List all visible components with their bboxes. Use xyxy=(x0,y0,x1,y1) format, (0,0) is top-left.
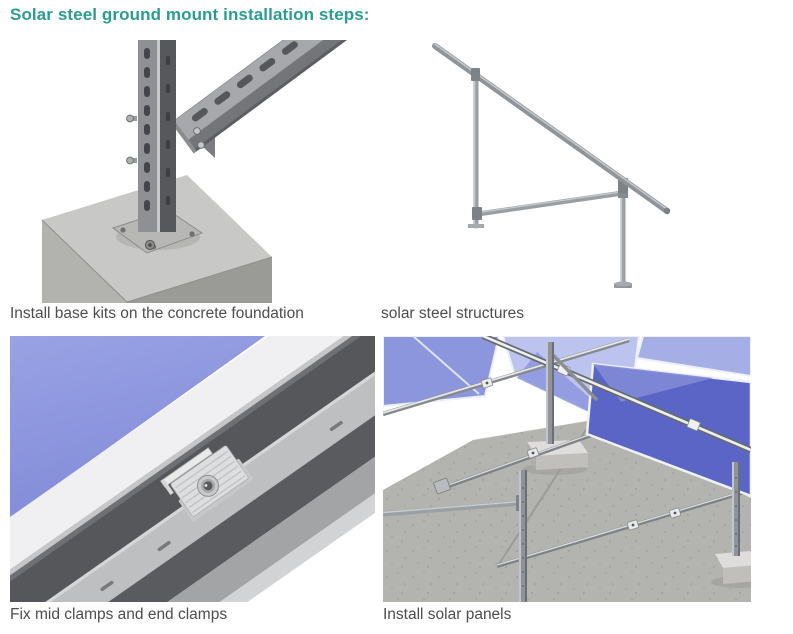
caption-base-kits: Install base kits on the concrete founda… xyxy=(10,305,304,322)
concrete-ground xyxy=(383,420,751,602)
figure-panels-image xyxy=(383,336,751,602)
caption-structures: solar steel structures xyxy=(381,305,524,322)
base-kit-illustration xyxy=(41,40,350,303)
figure-structures-image xyxy=(385,40,790,303)
caption-panels: Install solar panels xyxy=(383,606,512,623)
brace-bolt xyxy=(193,127,201,135)
solar-array-illustration xyxy=(383,336,751,602)
steel-posts xyxy=(519,342,740,602)
diagonal-brace xyxy=(171,40,350,154)
steel-post xyxy=(126,40,176,232)
clamp-bolt xyxy=(197,474,220,497)
brace-bolt xyxy=(197,141,205,149)
figure-clamps-image xyxy=(10,336,375,602)
page-title: Solar steel ground mount installation st… xyxy=(10,5,370,24)
figure-base-kits-image xyxy=(10,40,350,303)
caption-clamps: Fix mid clamps and end clamps xyxy=(10,606,228,623)
rail-clamp xyxy=(626,507,682,531)
mid-clamp-illustration xyxy=(10,336,375,602)
steel-frame xyxy=(432,43,671,288)
steel-structure-illustration xyxy=(432,43,671,288)
mid-clamp xyxy=(160,445,253,522)
upper-rails xyxy=(383,336,751,453)
